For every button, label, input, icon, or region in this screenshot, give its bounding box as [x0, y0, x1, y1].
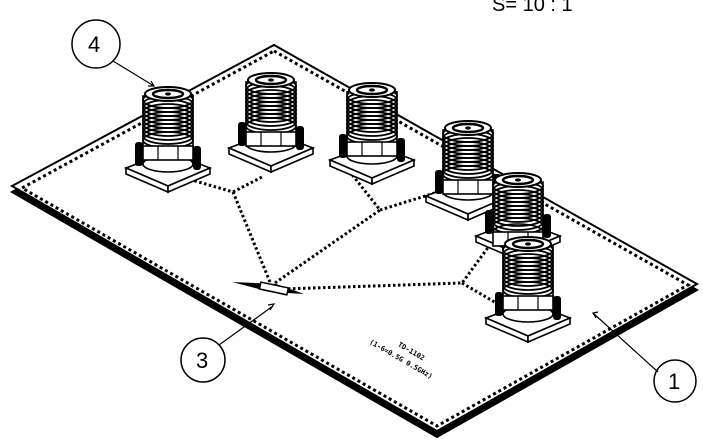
callout-1-circle: [653, 359, 697, 403]
callout-4-arrow: [148, 80, 156, 87]
callout-3-leader: [218, 305, 274, 346]
sma-connector: [226, 72, 316, 174]
sma-connector: [483, 236, 573, 344]
callout-4-label: 4: [88, 32, 100, 57]
signal-traces: [184, 171, 504, 309]
divider-chip: [232, 281, 304, 296]
callout-1: 1: [592, 311, 697, 403]
callout-4-circle: [71, 19, 121, 69]
callout-4: 4: [71, 19, 156, 87]
callout-1-arrow: [592, 311, 599, 319]
callout-4-leader: [112, 60, 155, 87]
callout-3-arrow: [267, 303, 276, 311]
callout-3: 3: [180, 303, 276, 383]
sma-connectors: [123, 72, 573, 344]
sma-connector: [327, 82, 417, 186]
callout-1-label: 1: [668, 369, 680, 394]
callout-3-circle: [180, 337, 226, 383]
callout-3-label: 3: [196, 348, 208, 373]
scale-label: S= 10 : 1: [492, 0, 573, 16]
callout-1-leader: [592, 312, 659, 373]
sma-connector: [123, 86, 213, 194]
